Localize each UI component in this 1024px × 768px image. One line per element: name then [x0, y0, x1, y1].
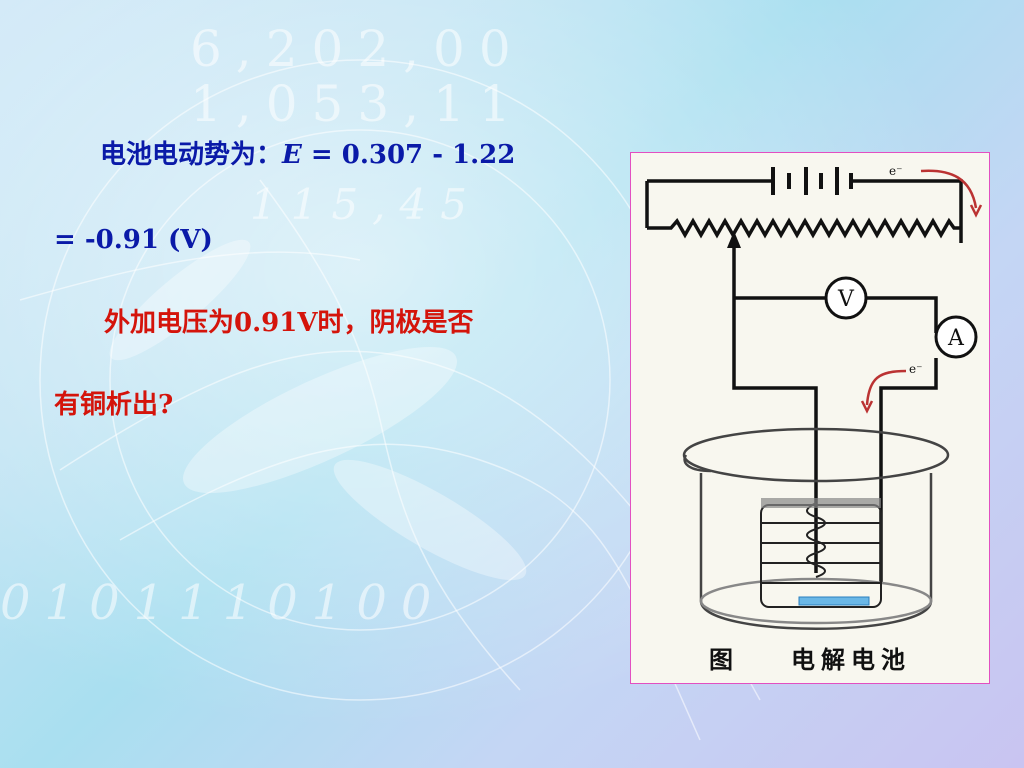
- caption-title: 电解电池: [791, 646, 911, 674]
- electrode-icon: [760, 502, 882, 608]
- emf-variable: E: [282, 140, 302, 170]
- ammeter-label: A: [947, 326, 965, 351]
- electron-arrow-top-icon: [920, 169, 978, 209]
- electron-label-mid: e⁻: [909, 362, 922, 376]
- bg-digits-4: 0101110100: [0, 575, 446, 631]
- electron-label-top: e⁻: [889, 164, 902, 178]
- ammeter-icon: [934, 315, 978, 359]
- beaker-icon: [682, 427, 950, 630]
- emf-formula: = 0.307 - 1.22: [301, 140, 516, 170]
- caption-figure-label: 图: [709, 646, 733, 674]
- electrolysis-figure: e⁻ e⁻ V A 图 电解电池: [630, 152, 990, 684]
- question-line-2: 有铜析出?: [54, 390, 174, 420]
- slider-arrow-icon: [727, 231, 741, 248]
- voltmeter-icon: [824, 276, 868, 320]
- bg-digits-1: 6,202,00: [190, 20, 525, 78]
- bg-digits-3: 115,45: [250, 180, 481, 229]
- bg-digits-2: 1,053,11: [190, 75, 525, 133]
- circuit-diagram: e⁻ e⁻ V A: [645, 164, 983, 630]
- emf-line: 电池电动势为：E = 0.307 - 1.22: [100, 142, 515, 168]
- electron-arrow-mid-icon: [865, 369, 907, 406]
- emf-prefix: 电池电动势为：: [100, 140, 283, 170]
- voltmeter-label: V: [837, 287, 855, 312]
- copper-deposit: [798, 596, 870, 606]
- question-line-1: 外加电压为0.91V时，阴极是否: [104, 308, 474, 338]
- emf-result: = -0.91 (V): [54, 225, 213, 255]
